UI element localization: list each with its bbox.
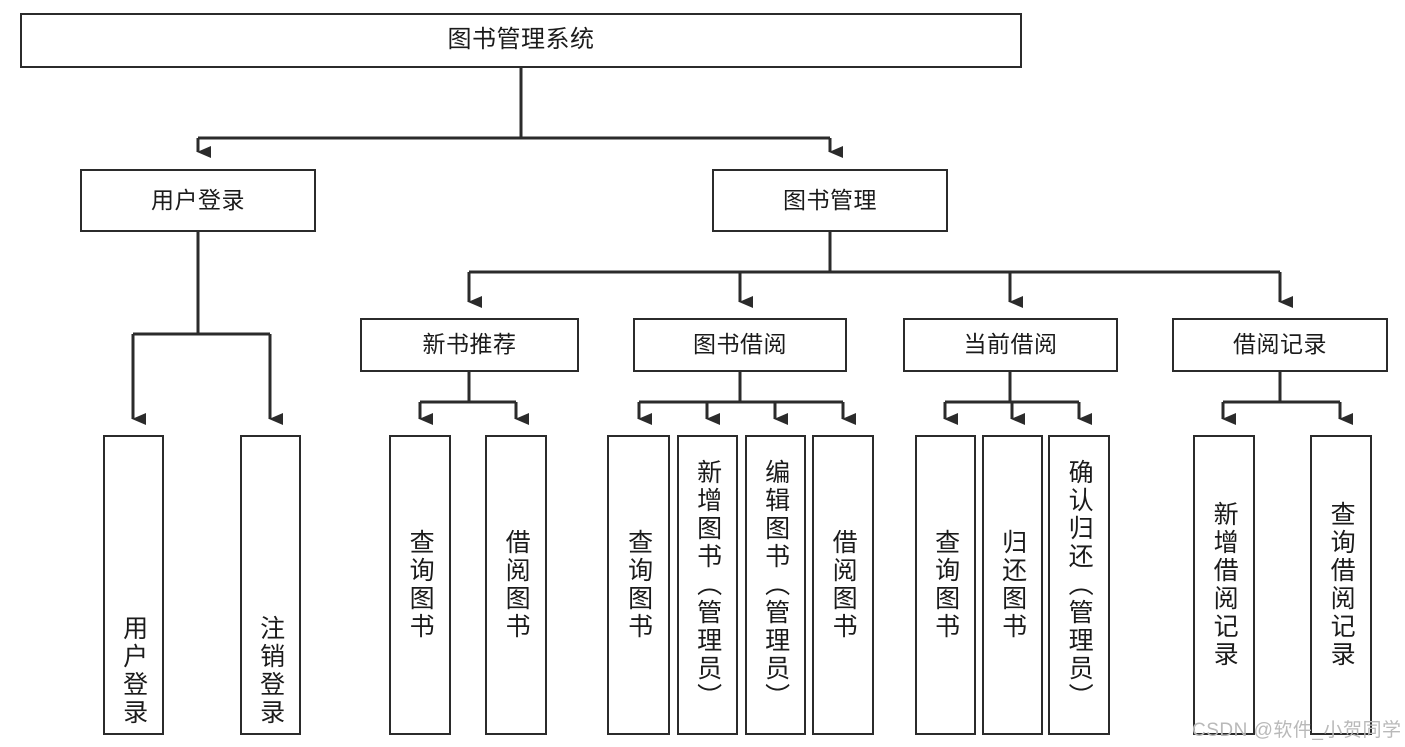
leaf-recommend-query-book[interactable]: 查询图书 (389, 435, 451, 735)
leaf-recommend-query-book-label: 查询图书 (406, 529, 435, 641)
leaf-record-query-record-label: 查询借阅记录 (1327, 501, 1356, 669)
leaf-recommend-borrow-book[interactable]: 借阅图书 (485, 435, 547, 735)
leaf-user-login-label: 用户登录 (119, 615, 148, 727)
leaf-record-query-record[interactable]: 查询借阅记录 (1310, 435, 1372, 735)
node-book-management[interactable]: 图书管理 (712, 169, 948, 232)
node-borrow-record[interactable]: 借阅记录 (1172, 318, 1388, 372)
leaf-current-confirm-return[interactable]: 确认归还（管理员） (1048, 435, 1110, 735)
node-borrow-record-label: 借阅记录 (1233, 331, 1327, 358)
leaf-current-return-book-label: 归还图书 (998, 529, 1027, 641)
leaf-current-confirm-return-label: 确认归还（管理员） (1065, 459, 1094, 711)
leaf-borrow-add-book[interactable]: 新增图书（管理员） (677, 435, 738, 735)
leaf-borrow-add-book-label: 新增图书（管理员） (693, 459, 722, 711)
leaf-record-add-record[interactable]: 新增借阅记录 (1193, 435, 1255, 735)
leaf-borrow-borrow-book-label: 借阅图书 (829, 529, 858, 641)
leaf-borrow-query-book[interactable]: 查询图书 (607, 435, 670, 735)
leaf-current-return-book[interactable]: 归还图书 (982, 435, 1043, 735)
leaf-user-logout-label: 注销登录 (256, 615, 285, 727)
node-book-borrow-label: 图书借阅 (693, 331, 787, 358)
leaf-current-query-book[interactable]: 查询图书 (915, 435, 976, 735)
node-root[interactable]: 图书管理系统 (20, 13, 1022, 68)
leaf-user-logout[interactable]: 注销登录 (240, 435, 301, 735)
node-book-management-label: 图书管理 (783, 186, 877, 213)
node-root-label: 图书管理系统 (447, 26, 595, 54)
leaf-borrow-edit-book-label: 编辑图书（管理员） (761, 459, 790, 711)
node-new-book-recommend-label: 新书推荐 (422, 331, 517, 358)
node-user-login[interactable]: 用户登录 (80, 169, 316, 232)
leaf-borrow-query-book-label: 查询图书 (624, 529, 653, 641)
leaf-recommend-borrow-book-label: 借阅图书 (502, 529, 531, 641)
leaf-current-query-book-label: 查询图书 (931, 529, 960, 641)
leaf-borrow-edit-book[interactable]: 编辑图书（管理员） (745, 435, 806, 735)
node-user-login-label: 用户登录 (151, 186, 245, 213)
node-new-book-recommend[interactable]: 新书推荐 (360, 318, 579, 372)
leaf-borrow-borrow-book[interactable]: 借阅图书 (812, 435, 874, 735)
node-current-borrow-label: 当前借阅 (963, 331, 1058, 358)
node-book-borrow[interactable]: 图书借阅 (633, 318, 847, 372)
leaf-record-add-record-label: 新增借阅记录 (1210, 501, 1239, 669)
watermark: CSDN @软件_小贺同学 (1192, 720, 1402, 741)
leaf-user-login[interactable]: 用户登录 (103, 435, 164, 735)
node-current-borrow[interactable]: 当前借阅 (903, 318, 1118, 372)
